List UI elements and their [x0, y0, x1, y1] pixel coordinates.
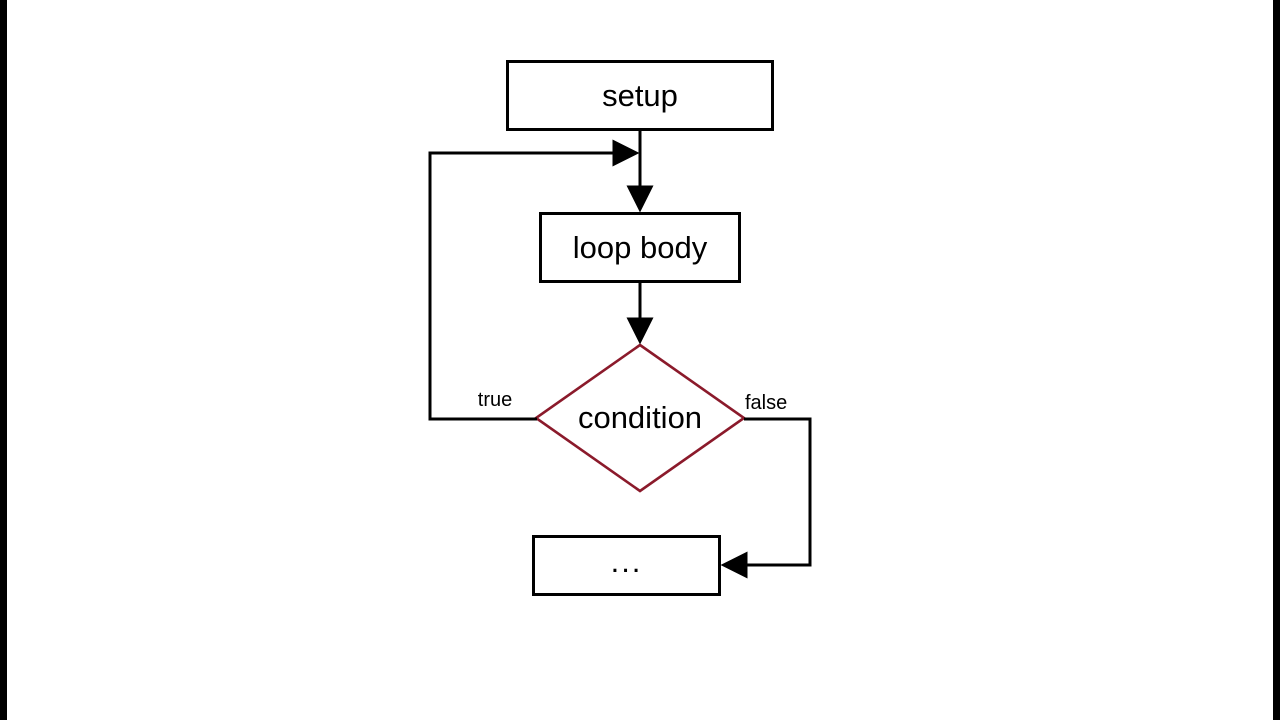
- edge-condition-true-loopback: [428, 139, 640, 421]
- node-continuation[interactable]: [532, 535, 721, 596]
- node-loop-body[interactable]: [539, 212, 741, 283]
- node-condition[interactable]: [533, 343, 747, 493]
- letterbox-right-bar: [1273, 0, 1280, 720]
- node-setup[interactable]: [506, 60, 774, 131]
- edge-condition-false-to-continuation: [720, 417, 812, 579]
- letterbox-left-bar: [0, 0, 7, 720]
